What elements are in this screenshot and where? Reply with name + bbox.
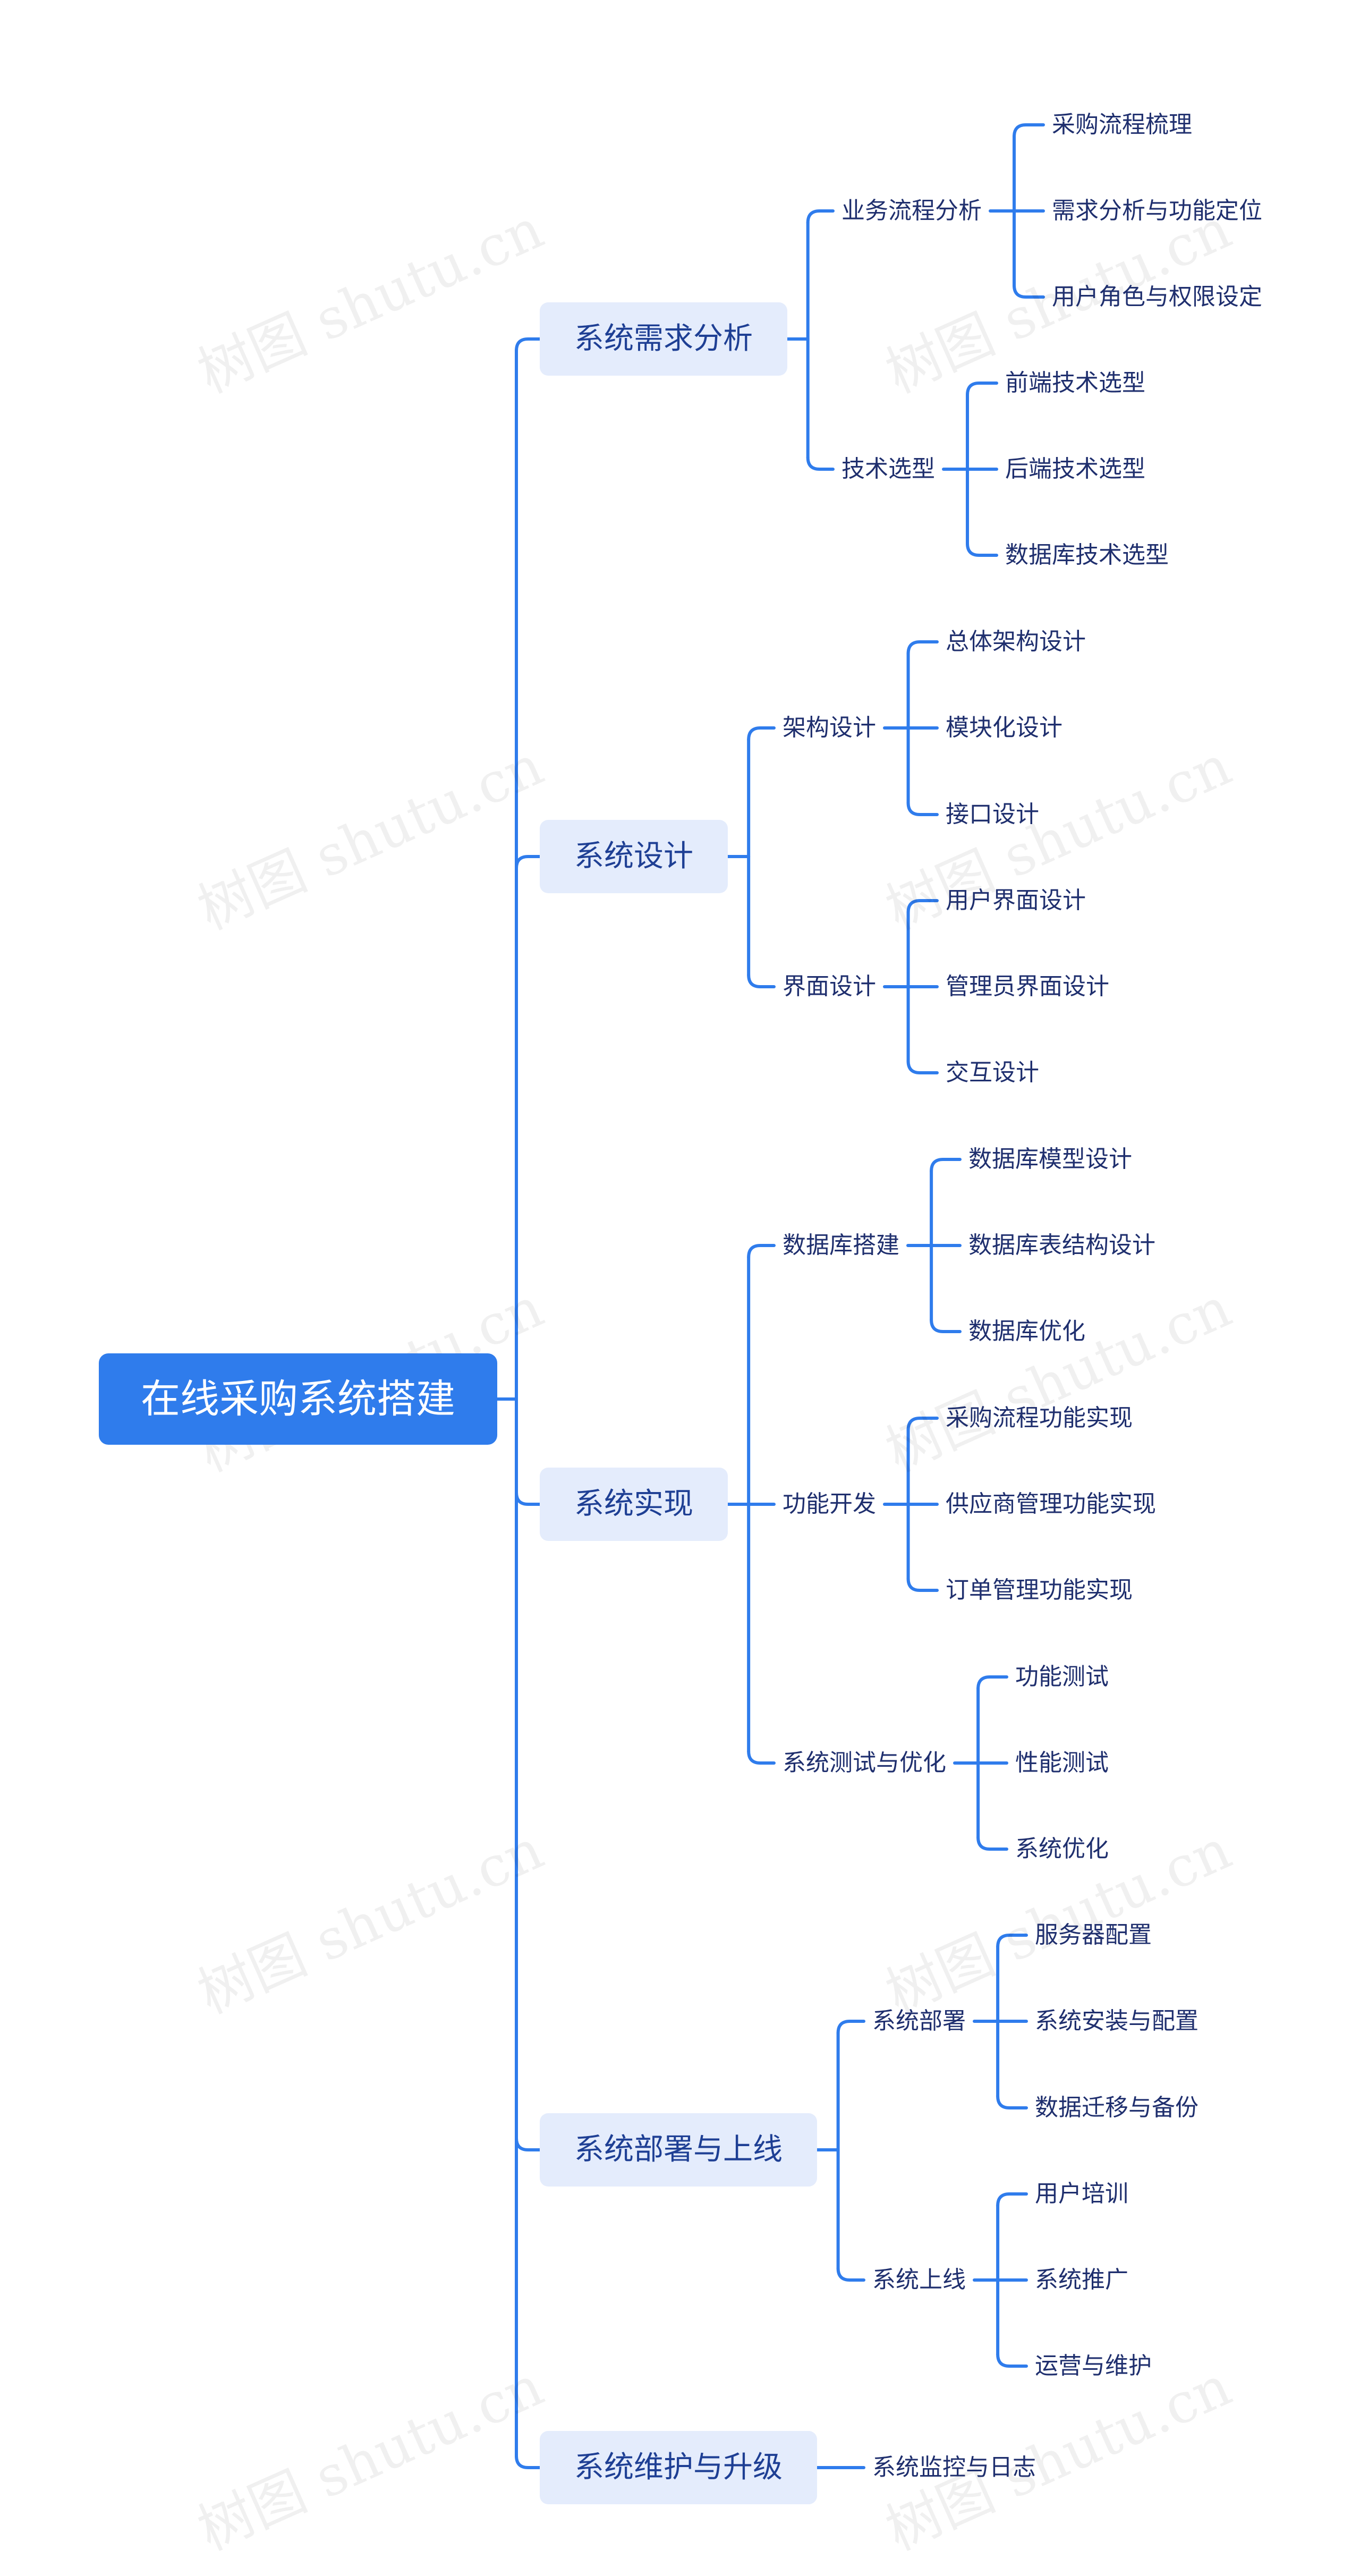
connector-line	[515, 855, 541, 870]
connector-line	[836, 2020, 865, 2035]
connector-line	[996, 1934, 1028, 1948]
connector-line	[906, 1417, 939, 1431]
connector-line	[806, 209, 835, 224]
sub-node[interactable]: 系统部署	[872, 2007, 966, 2035]
connector-line	[906, 640, 939, 655]
connector-line	[906, 801, 939, 816]
leaf-node[interactable]: 数据库技术选型	[1005, 541, 1169, 569]
connector-line	[906, 899, 939, 914]
sub-node[interactable]: 系统测试与优化	[783, 1749, 946, 1776]
connector-line	[747, 726, 776, 741]
branch-node[interactable]: 系统部署与上线	[540, 2113, 817, 2187]
leaf-node[interactable]: 用户界面设计	[946, 887, 1086, 914]
connector-line	[996, 2095, 1028, 2109]
branch-node[interactable]: 系统维护与升级	[540, 2431, 817, 2504]
sub-node[interactable]: 系统上线	[872, 2266, 966, 2293]
connector-line	[930, 1318, 962, 1333]
connector-line	[806, 456, 835, 471]
branch-node[interactable]: 系统实现	[540, 1468, 728, 1541]
connector-line	[836, 2267, 865, 2282]
connector-line	[966, 542, 998, 557]
leaf-node[interactable]: 性能测试	[1015, 1749, 1109, 1776]
sub-node[interactable]: 业务流程分析	[842, 197, 982, 224]
connector-line	[906, 1577, 939, 1592]
connector-line	[976, 1675, 1008, 1690]
leaf-node[interactable]: 交互设计	[946, 1059, 1039, 1086]
leaf-node[interactable]: 采购流程功能实现	[946, 1404, 1133, 1431]
leaf-node[interactable]: 模块化设计	[946, 714, 1062, 741]
connector-line	[515, 2137, 541, 2151]
leaf-node[interactable]: 前端技术选型	[1005, 369, 1145, 396]
connector-line	[515, 1491, 541, 1506]
connector-line	[1013, 284, 1045, 299]
branch-node[interactable]: 系统设计	[540, 820, 728, 893]
connector-line	[996, 2353, 1028, 2368]
leaf-node[interactable]: 数据库表结构设计	[968, 1232, 1155, 1259]
connector-line	[515, 2454, 541, 2469]
leaf-node[interactable]: 功能测试	[1015, 1663, 1109, 1690]
branch-node[interactable]: 系统需求分析	[540, 302, 787, 376]
connector-line	[930, 1158, 962, 1173]
leaf-node[interactable]: 供应商管理功能实现	[946, 1490, 1156, 1518]
leaf-node[interactable]: 系统优化	[1015, 1835, 1109, 1862]
connector-line	[976, 1836, 1008, 1851]
leaf-node[interactable]: 数据库优化	[968, 1318, 1085, 1345]
connector-line	[1013, 123, 1045, 138]
connector-line	[747, 973, 776, 988]
leaf-node[interactable]: 管理员界面设计	[946, 973, 1109, 1000]
connector-line	[747, 1244, 776, 1259]
leaf-node[interactable]: 服务器配置	[1035, 1921, 1152, 1948]
leaf-node[interactable]: 采购流程梳理	[1052, 111, 1192, 138]
sub-node[interactable]: 界面设计	[783, 973, 876, 1000]
leaf-node[interactable]: 后端技术选型	[1005, 455, 1145, 482]
root-node[interactable]: 在线采购系统搭建	[99, 1353, 497, 1445]
connector-line	[996, 2192, 1028, 2207]
leaf-node[interactable]: 运营与维护	[1035, 2352, 1152, 2379]
leaf-node[interactable]: 数据库模型设计	[968, 1146, 1132, 1173]
connector-line	[906, 1060, 939, 1074]
leaf-node[interactable]: 数据迁移与备份	[1035, 2094, 1198, 2121]
connector-line	[515, 337, 541, 352]
leaf-node[interactable]: 用户角色与权限设定	[1052, 283, 1262, 310]
leaf-node[interactable]: 订单管理功能实现	[946, 1577, 1133, 1604]
sub-node[interactable]: 技术选型	[842, 455, 935, 482]
leaf-node[interactable]: 系统安装与配置	[1035, 2007, 1198, 2035]
sub-node[interactable]: 架构设计	[783, 714, 876, 741]
leaf-node[interactable]: 系统推广	[1035, 2266, 1128, 2293]
connector-line	[966, 382, 998, 396]
leaf-node[interactable]: 用户培训	[1035, 2180, 1128, 2207]
leaf-node[interactable]: 接口设计	[946, 801, 1039, 828]
sub-node[interactable]: 数据库搭建	[783, 1232, 899, 1259]
connector-line	[747, 1750, 776, 1765]
sub-node[interactable]: 系统监控与日志	[872, 2454, 1036, 2481]
sub-node[interactable]: 功能开发	[783, 1490, 876, 1518]
leaf-node[interactable]: 需求分析与功能定位	[1052, 197, 1262, 224]
leaf-node[interactable]: 总体架构设计	[946, 628, 1086, 655]
